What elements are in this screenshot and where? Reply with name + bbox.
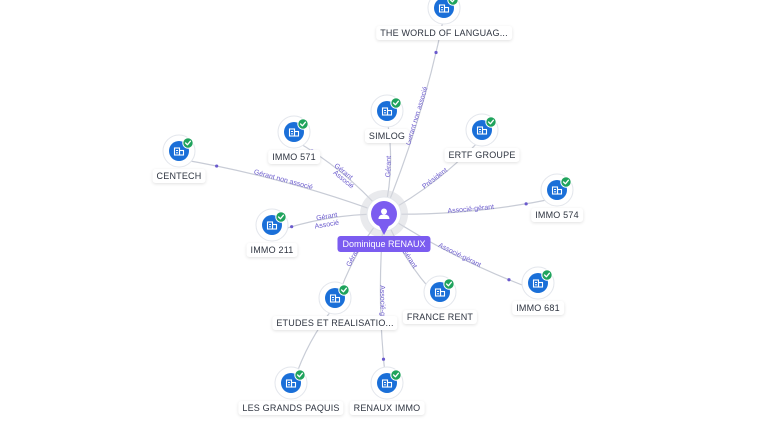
building-icon — [551, 186, 563, 195]
edge-label-immo211: Gérant — [316, 212, 338, 222]
check-badge-icon — [443, 278, 455, 290]
edge-arrow-world — [434, 50, 438, 55]
edge-arrow-immo211 — [290, 225, 294, 229]
check-badge-icon — [338, 284, 350, 296]
check-badge-icon — [182, 137, 194, 149]
edge-label-simlog: Gérant — [385, 156, 393, 178]
check-badge-icon — [447, 0, 459, 6]
company-label-immo211[interactable]: IMMO 211 — [246, 243, 298, 257]
building-icon — [266, 221, 278, 230]
building-icon — [476, 126, 488, 135]
edge-arrow-renauximmo — [381, 357, 386, 361]
company-node-immo681[interactable] — [521, 266, 555, 300]
center-person-label[interactable]: Dominique RENAUX — [337, 236, 431, 252]
building-icon — [173, 147, 185, 156]
company-node-immo571[interactable] — [277, 115, 311, 149]
company-label-centech[interactable]: CENTECH — [152, 169, 206, 183]
check-badge-icon — [297, 118, 309, 130]
company-node-grandspaquis[interactable] — [274, 366, 308, 400]
company-node-renauximmo[interactable] — [370, 366, 404, 400]
company-node-francerent[interactable] — [423, 275, 457, 309]
check-badge-icon — [485, 116, 497, 128]
company-label-immo574[interactable]: IMMO 574 — [531, 208, 583, 222]
building-icon — [532, 279, 544, 288]
company-node-centech[interactable] — [162, 134, 196, 168]
check-badge-icon — [275, 211, 287, 223]
company-label-immo571[interactable]: IMMO 571 — [268, 150, 320, 164]
company-node-world[interactable] — [427, 0, 461, 25]
check-badge-icon — [390, 97, 402, 109]
edge-world — [383, 15, 445, 215]
edge-label-centech: Gérant non associé — [253, 169, 314, 192]
edge-label-renauximmo: Associé-gé — [378, 285, 386, 320]
check-badge-icon — [560, 176, 572, 188]
building-icon — [381, 379, 393, 388]
company-node-ertf[interactable] — [465, 113, 499, 147]
building-icon — [381, 107, 393, 116]
edge-arrow-immo574 — [524, 202, 528, 206]
building-icon — [329, 294, 341, 303]
person-node-center[interactable] — [360, 190, 408, 238]
check-badge-icon — [294, 369, 306, 381]
edge-label-2-immo211: Associé — [314, 220, 339, 231]
company-node-etudes[interactable] — [318, 281, 352, 315]
company-label-etudes[interactable]: ETUDES ET REALISATIO... — [272, 316, 398, 330]
building-icon — [434, 288, 446, 297]
edge-centech — [178, 158, 385, 215]
building-icon — [288, 128, 300, 137]
edge-label-ertf: Président — [421, 167, 449, 191]
check-badge-icon — [541, 269, 553, 281]
edge-label-immo681: Associé-gérant — [437, 242, 482, 269]
company-node-immo211[interactable] — [255, 208, 289, 242]
company-node-simlog[interactable] — [370, 94, 404, 128]
company-label-renauximmo[interactable]: RENAUX IMMO — [349, 401, 425, 415]
company-label-simlog[interactable]: SIMLOG — [364, 129, 410, 143]
person-icon — [378, 208, 390, 219]
building-icon — [438, 4, 450, 13]
company-label-immo681[interactable]: IMMO 681 — [512, 301, 564, 315]
company-label-world[interactable]: THE WORLD OF LANGUAG... — [376, 26, 512, 40]
company-label-ertf[interactable]: ERTF GROUPE — [444, 148, 520, 162]
company-label-francerent[interactable]: FRANCE RENT — [402, 310, 478, 324]
edge-arrow-centech — [215, 164, 219, 168]
check-badge-icon — [390, 369, 402, 381]
edge-label-immo574: Associé-gérant — [447, 204, 494, 215]
edge-arrow-immo681 — [507, 278, 511, 282]
company-label-grandspaquis[interactable]: LES GRANDS PAQUIS — [238, 401, 344, 415]
company-node-immo574[interactable] — [540, 173, 574, 207]
building-icon — [285, 379, 297, 388]
